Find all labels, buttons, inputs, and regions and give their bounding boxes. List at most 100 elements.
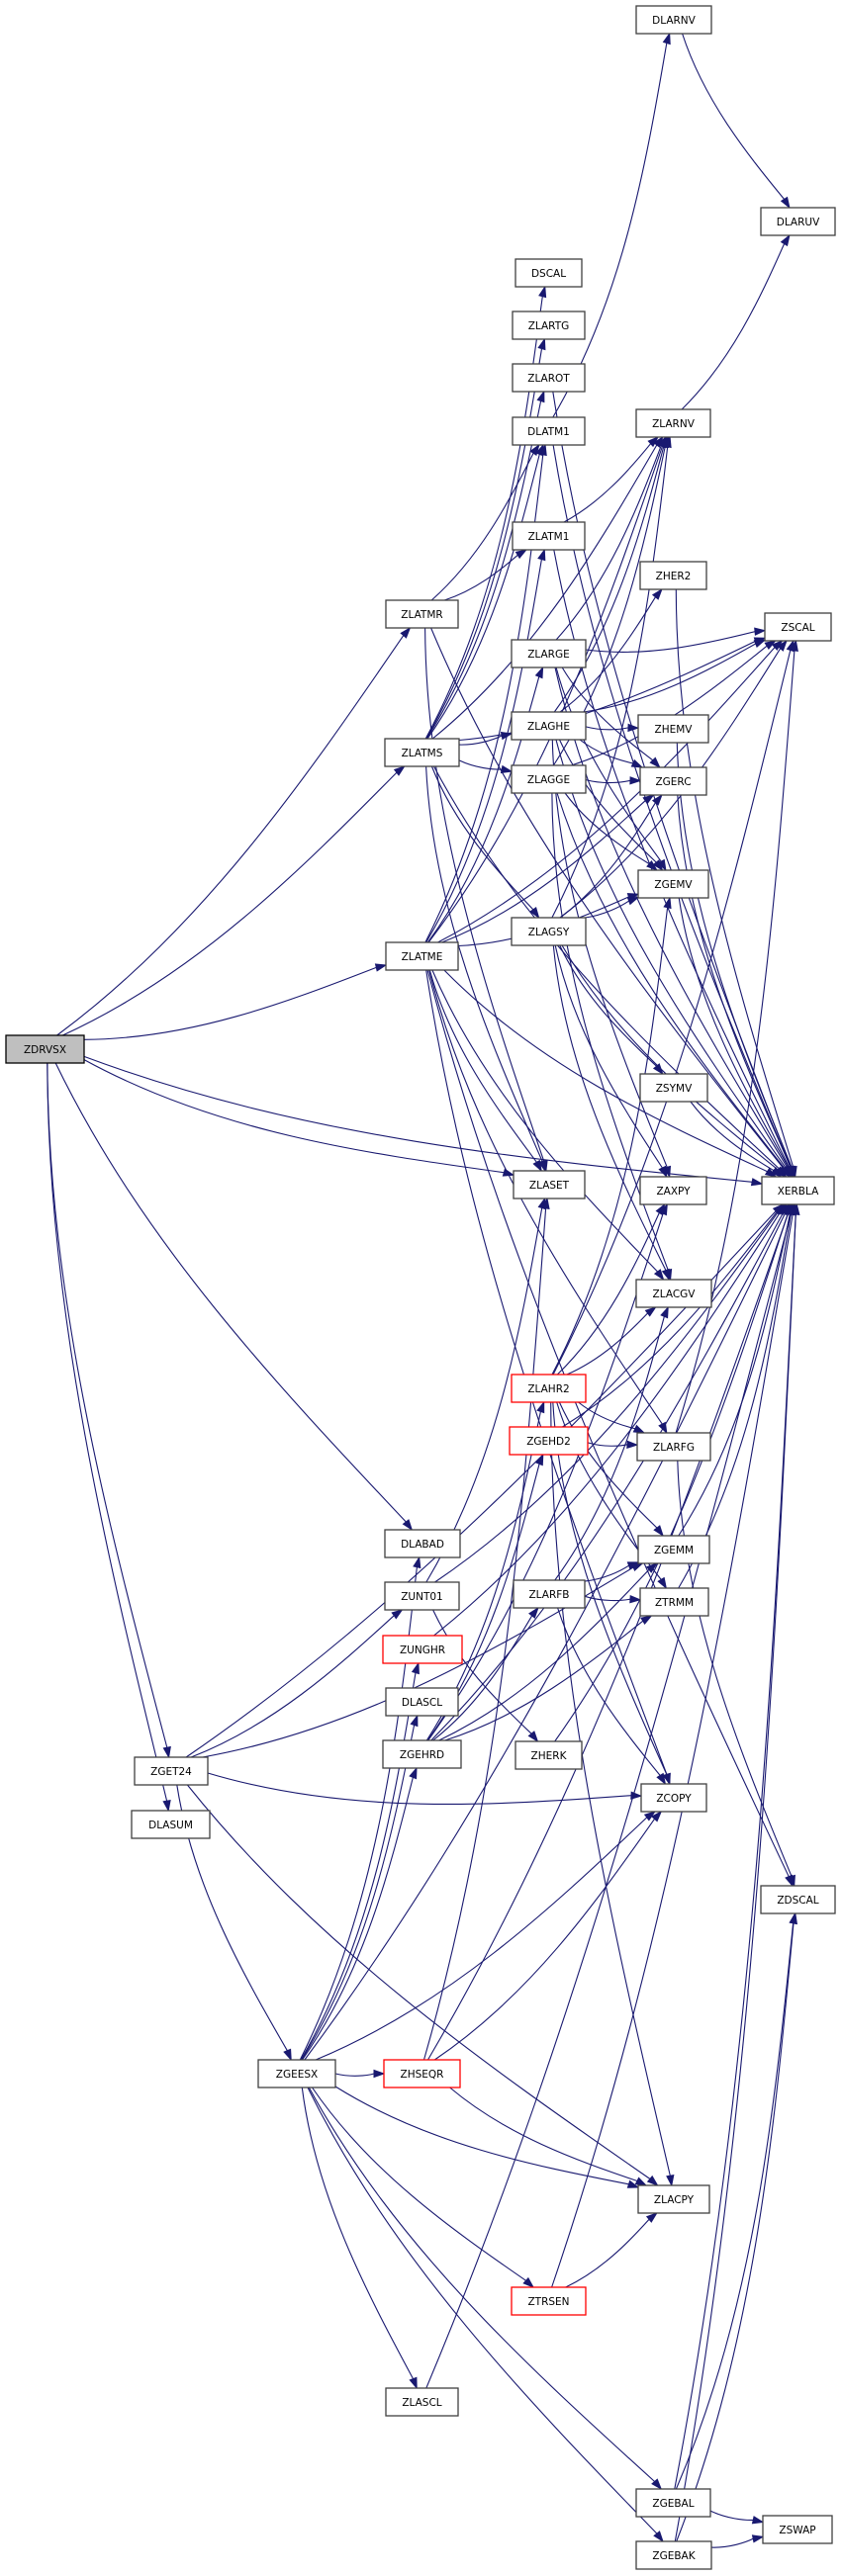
node-box[interactable] — [636, 1432, 711, 1462]
node-zgemm[interactable]: ZGEMM — [637, 1535, 710, 1564]
node-box[interactable] — [511, 639, 587, 668]
node-zher2[interactable]: ZHER2 — [639, 561, 707, 590]
node-zlascl[interactable]: ZLASCL — [385, 2387, 459, 2417]
node-zsymv[interactable]: ZSYMV — [639, 1073, 708, 1103]
node-zlatmr[interactable]: ZLATMR — [385, 599, 459, 629]
node-dlaruv[interactable]: DLARUV — [760, 207, 836, 236]
node-zunt01[interactable]: ZUNT01 — [384, 1581, 460, 1611]
node-zherk[interactable]: ZHERK — [515, 1740, 583, 1770]
node-box[interactable] — [511, 2286, 587, 2316]
node-box[interactable] — [512, 521, 586, 551]
node-zgerc[interactable]: ZGERC — [639, 766, 707, 796]
node-box[interactable] — [511, 917, 587, 946]
node-box[interactable] — [512, 311, 586, 340]
node-zlarfg[interactable]: ZLARFG — [636, 1432, 711, 1462]
node-zlarnv[interactable]: ZLARNV — [635, 408, 711, 438]
node-xerbla[interactable]: XERBLA — [761, 1176, 835, 1205]
node-box[interactable] — [385, 2387, 459, 2417]
node-zlagge[interactable]: ZLAGGE — [511, 764, 587, 794]
node-dscal[interactable]: DSCAL — [515, 258, 583, 288]
node-box[interactable] — [515, 1740, 583, 1770]
node-box[interactable] — [384, 738, 460, 767]
node-zgehrd[interactable]: ZGEHRD — [382, 1739, 462, 1769]
node-zlatme[interactable]: ZLATME — [385, 941, 459, 971]
node-zscal[interactable]: ZSCAL — [764, 612, 832, 642]
node-zaxpy[interactable]: ZAXPY — [639, 1176, 707, 1205]
node-zdscal[interactable]: ZDSCAL — [760, 1885, 836, 1914]
node-zlahr2[interactable]: ZLAHR2 — [511, 1374, 587, 1403]
node-zlaset[interactable]: ZLASET — [513, 1170, 586, 1199]
node-box[interactable] — [639, 1587, 709, 1617]
node-box[interactable] — [134, 1756, 209, 1786]
node-dlasum[interactable]: DLASUM — [131, 1810, 211, 1839]
node-box[interactable] — [640, 1783, 707, 1813]
node-box[interactable] — [511, 1374, 587, 1403]
node-box[interactable] — [635, 408, 711, 438]
node-box[interactable] — [383, 2059, 461, 2088]
node-box[interactable] — [635, 1279, 712, 1308]
node-box[interactable] — [639, 1176, 707, 1205]
node-box[interactable] — [384, 1529, 461, 1558]
node-zgehd2[interactable]: ZGEHD2 — [509, 1426, 589, 1456]
node-dlarnv[interactable]: DLARNV — [635, 5, 712, 35]
node-zgeesx[interactable]: ZGEESX — [257, 2059, 336, 2088]
node-box[interactable] — [639, 766, 707, 796]
node-zdrvsx[interactable]: ZDRVSX — [5, 1034, 85, 1064]
node-zlacpy[interactable]: ZLACPY — [637, 2184, 710, 2214]
node-box[interactable] — [509, 1426, 589, 1456]
node-box[interactable] — [131, 1810, 211, 1839]
node-zgebak[interactable]: ZGEBAK — [635, 2540, 712, 2570]
node-zhseqr[interactable]: ZHSEQR — [383, 2059, 461, 2088]
node-zlacgv[interactable]: ZLACGV — [635, 1279, 712, 1308]
node-box[interactable] — [511, 764, 587, 794]
node-dlascl[interactable]: DLASCL — [385, 1687, 459, 1717]
node-zswap[interactable]: ZSWAP — [762, 2515, 833, 2544]
node-zlatm1[interactable]: ZLATM1 — [512, 521, 586, 551]
node-box[interactable] — [512, 416, 586, 446]
node-dlatm1[interactable]: DLATM1 — [512, 416, 586, 446]
node-box[interactable] — [760, 207, 836, 236]
node-zlaghe[interactable]: ZLAGHE — [511, 711, 587, 741]
node-box[interactable] — [760, 1885, 836, 1914]
node-box[interactable] — [511, 711, 587, 741]
node-box[interactable] — [764, 612, 832, 642]
node-box[interactable] — [639, 561, 707, 590]
node-box[interactable] — [762, 2515, 833, 2544]
node-box[interactable] — [385, 1687, 459, 1717]
node-box[interactable] — [257, 2059, 336, 2088]
node-ztrmm[interactable]: ZTRMM — [639, 1587, 709, 1617]
node-zget24[interactable]: ZGET24 — [134, 1756, 209, 1786]
node-box[interactable] — [513, 1170, 586, 1199]
node-box[interactable] — [637, 1535, 710, 1564]
node-box[interactable] — [5, 1034, 85, 1064]
node-box[interactable] — [382, 1739, 462, 1769]
node-zlarge[interactable]: ZLARGE — [511, 639, 587, 668]
node-box[interactable] — [513, 1579, 586, 1609]
node-box[interactable] — [515, 258, 583, 288]
node-box[interactable] — [761, 1176, 835, 1205]
node-box[interactable] — [385, 941, 459, 971]
node-box[interactable] — [637, 2184, 710, 2214]
node-zlartg[interactable]: ZLARTG — [512, 311, 586, 340]
node-zlarot[interactable]: ZLAROT — [512, 363, 586, 393]
node-zcopy[interactable]: ZCOPY — [640, 1783, 707, 1813]
node-box[interactable] — [635, 2540, 712, 2570]
node-zgemv[interactable]: ZGEMV — [637, 869, 709, 899]
node-box[interactable] — [637, 714, 709, 744]
node-zlatms[interactable]: ZLATMS — [384, 738, 460, 767]
node-ztrsen[interactable]: ZTRSEN — [511, 2286, 587, 2316]
node-zunghr[interactable]: ZUNGHR — [382, 1635, 463, 1664]
node-box[interactable] — [512, 363, 586, 393]
node-box[interactable] — [384, 1581, 460, 1611]
node-box[interactable] — [639, 1073, 708, 1103]
node-zlagsy[interactable]: ZLAGSY — [511, 917, 587, 946]
node-box[interactable] — [382, 1635, 463, 1664]
node-zlarfb[interactable]: ZLARFB — [513, 1579, 586, 1609]
node-box[interactable] — [385, 599, 459, 629]
node-box[interactable] — [635, 5, 712, 35]
node-zhemv[interactable]: ZHEMV — [637, 714, 709, 744]
node-dlabad[interactable]: DLABAD — [384, 1529, 461, 1558]
node-box[interactable] — [637, 869, 709, 899]
node-zgebal[interactable]: ZGEBAL — [635, 2488, 711, 2518]
node-box[interactable] — [635, 2488, 711, 2518]
